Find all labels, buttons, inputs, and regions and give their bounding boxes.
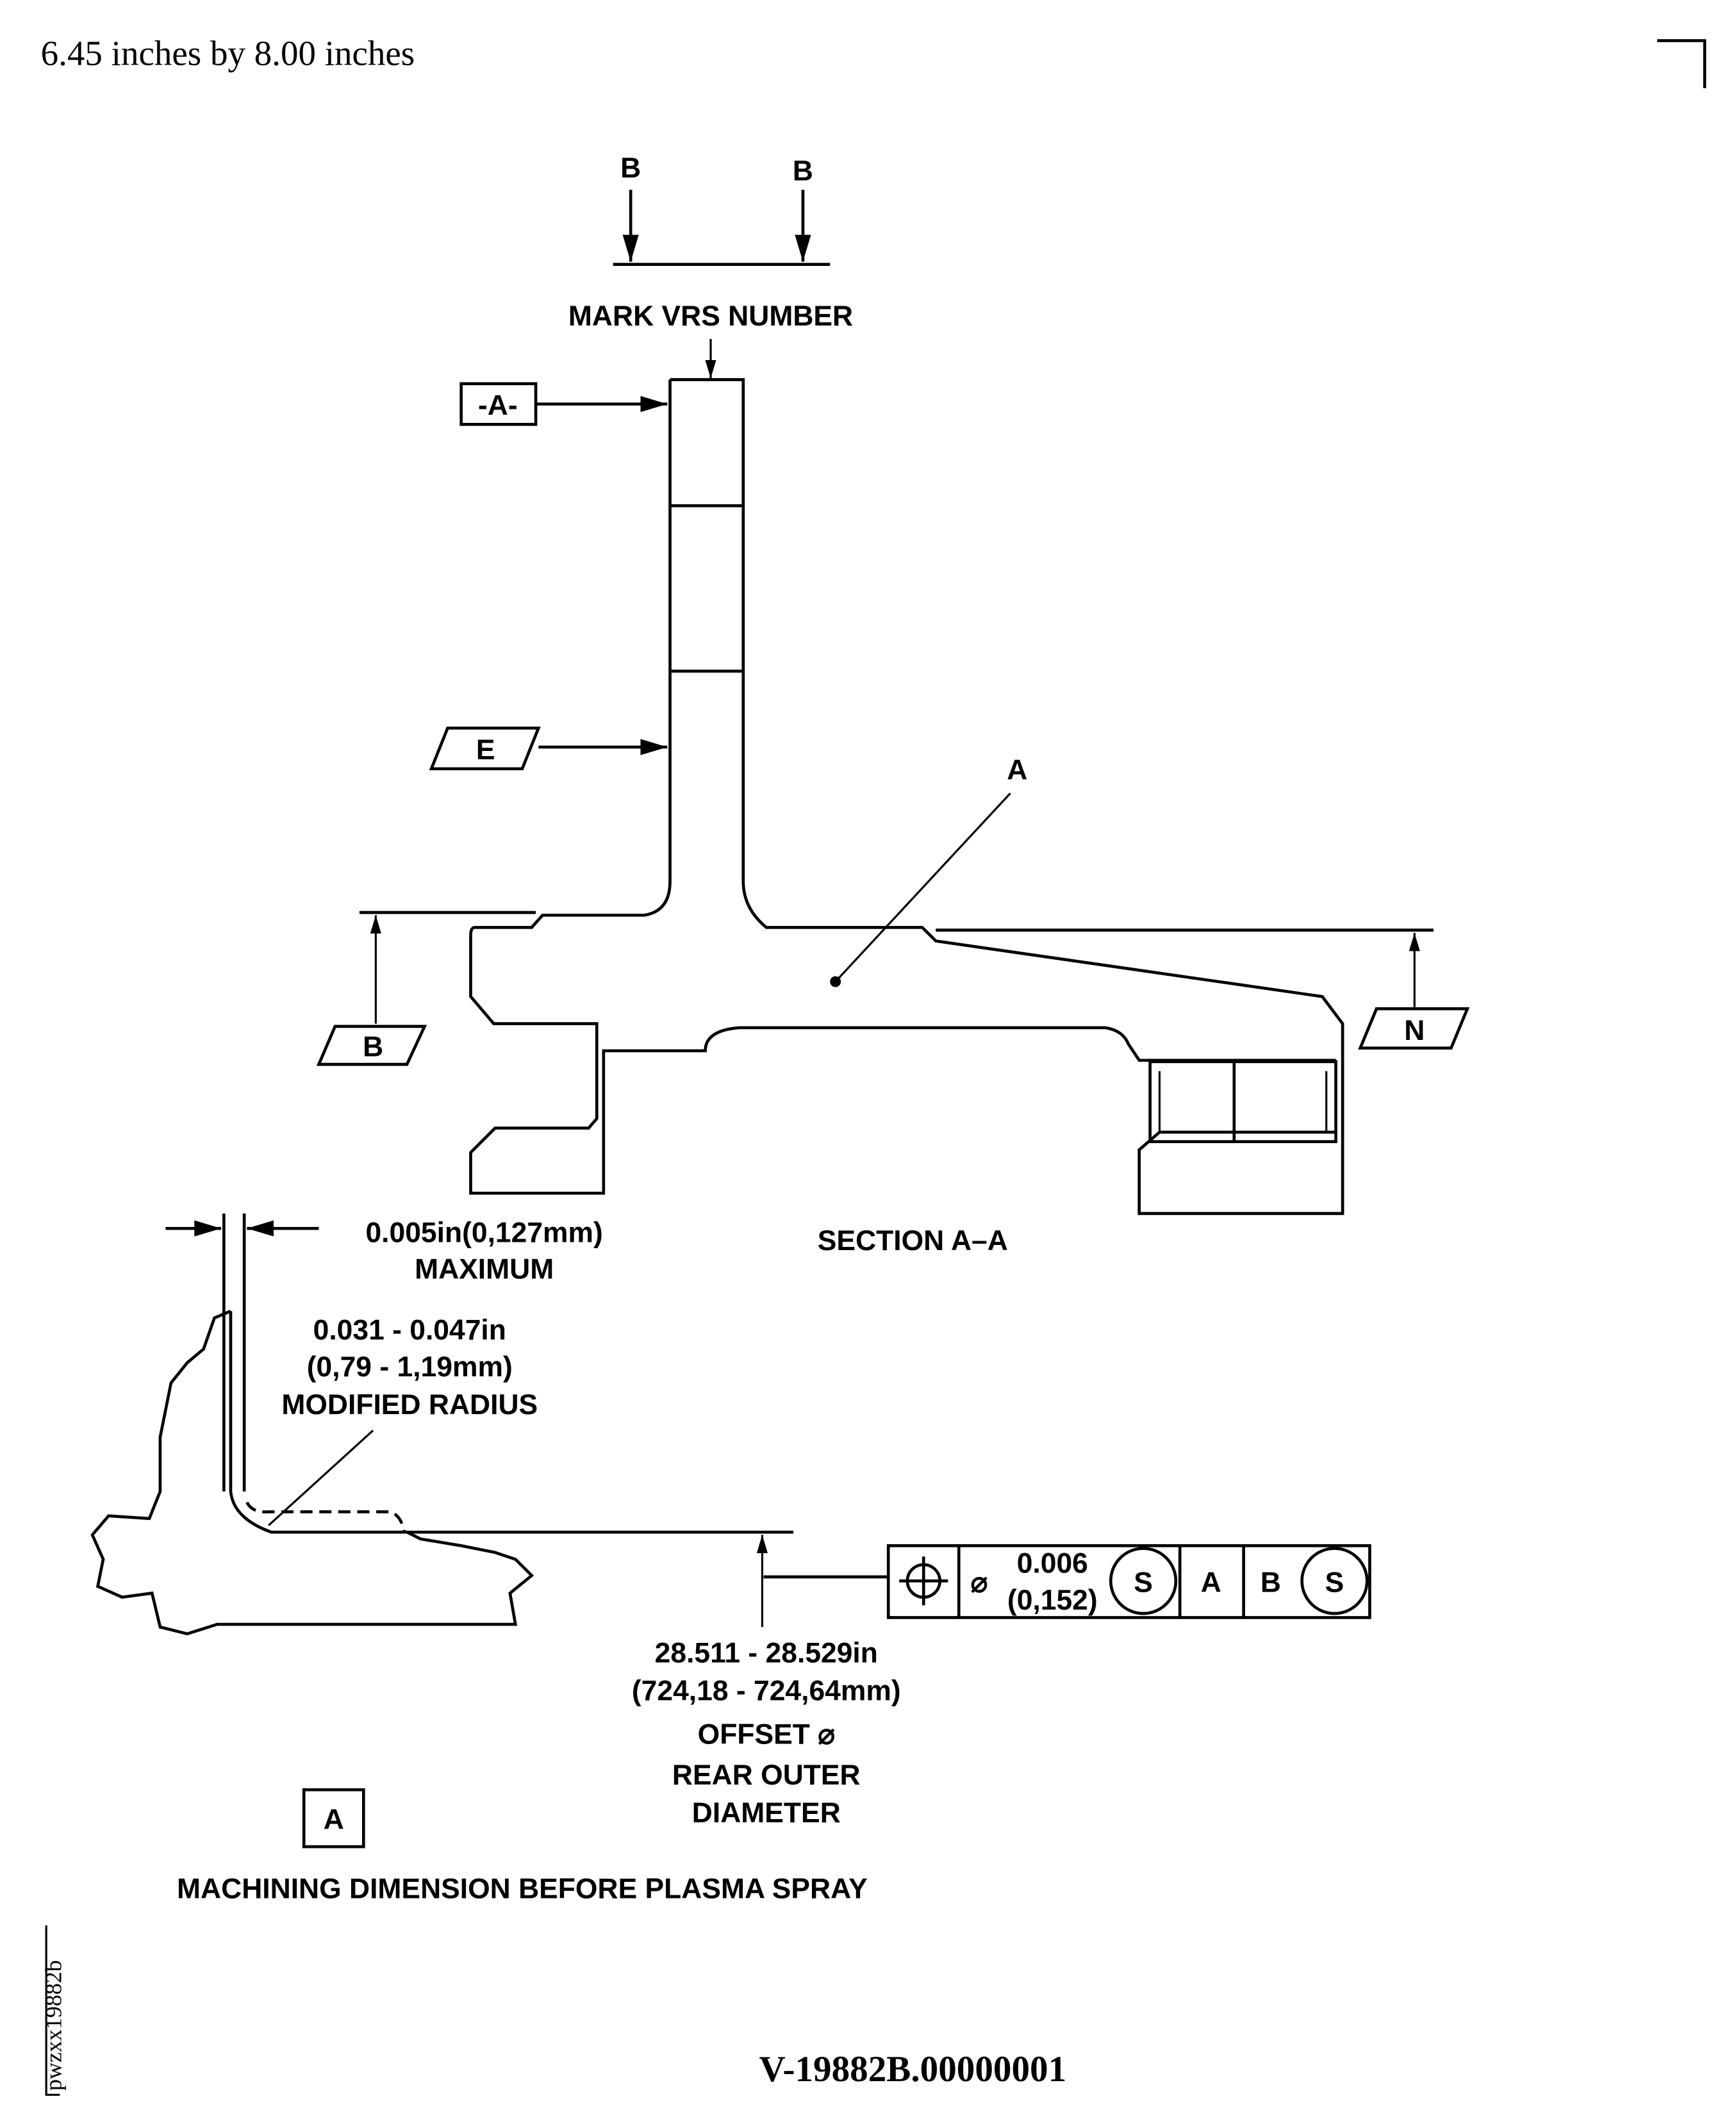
position-icon [899, 1556, 948, 1606]
svg-text:(724,18 - 724,64mm): (724,18 - 724,64mm) [632, 1676, 901, 1707]
side-identifier: pwzxx19882b [40, 1925, 66, 2096]
svg-text:0.006: 0.006 [1017, 1548, 1088, 1579]
svg-text:MAXIMUM: MAXIMUM [415, 1253, 554, 1285]
svg-text:A: A [324, 1804, 344, 1836]
legend: A MACHINING DIMENSION BEFORE PLASMA SPRA… [177, 1788, 868, 1905]
section-outline [469, 378, 1344, 1215]
datum-a-feature: -A- [459, 382, 668, 426]
svg-text:0.005in(0,127mm): 0.005in(0,127mm) [365, 1217, 602, 1248]
svg-text:28.511 - 28.529in: 28.511 - 28.529in [655, 1637, 878, 1669]
size-header: 6.45 inches by 8.00 inches [41, 34, 415, 73]
svg-text:-A-: -A- [478, 390, 518, 422]
svg-text:0.031 - 0.047in: 0.031 - 0.047in [313, 1315, 506, 1346]
svg-text:B: B [1261, 1567, 1281, 1598]
svg-text:MODIFIED RADIUS: MODIFIED RADIUS [281, 1389, 538, 1421]
svg-text:N: N [1404, 1015, 1425, 1046]
datum-e-feature: E [429, 727, 668, 771]
callout-a: A [830, 755, 1027, 987]
view-label-right: B [793, 155, 813, 186]
svg-text:S: S [1325, 1567, 1344, 1598]
svg-text:DIAMETER: DIAMETER [692, 1797, 841, 1829]
corner-mark [1657, 39, 1707, 88]
view-arrows: B B [613, 152, 831, 266]
svg-text:A: A [1007, 755, 1027, 786]
mark-note: MARK VRS NUMBER [568, 301, 853, 332]
svg-text:S: S [1134, 1567, 1153, 1598]
svg-text:(0,152): (0,152) [1007, 1585, 1098, 1616]
svg-text:E: E [476, 734, 495, 766]
svg-text:REAR OUTER: REAR OUTER [672, 1759, 861, 1791]
document-id: V-19882B.00000001 [759, 2049, 1066, 2089]
svg-text:pwzxx19882b: pwzxx19882b [40, 1960, 66, 2091]
detail-view: 0.005in(0,127mm) MAXIMUM 0.031 - 0.047in… [90, 1213, 889, 1636]
svg-text:B: B [363, 1031, 383, 1062]
section-title: SECTION A–A [818, 1225, 1008, 1257]
svg-text:OFFSET ⌀: OFFSET ⌀ [698, 1718, 835, 1750]
feature-control-frame: ⌀ 0.006 (0,152) S A B S [886, 1544, 1371, 1619]
svg-text:MACHINING DIMENSION BEFORE PLA: MACHINING DIMENSION BEFORE PLASMA SPRAY [177, 1874, 868, 1905]
svg-text:A: A [1201, 1567, 1221, 1598]
diameter-dimension: 28.511 - 28.529in (724,18 - 724,64mm) OF… [632, 1637, 901, 1829]
view-label-left: B [620, 152, 641, 184]
rough-profile [90, 1310, 794, 1636]
diameter-symbol: ⌀ [971, 1567, 988, 1598]
datum-n-feature: N [936, 928, 1470, 1050]
svg-text:(0,79 - 1,19mm): (0,79 - 1,19mm) [307, 1351, 513, 1383]
datum-b-feature: B [316, 911, 536, 1066]
